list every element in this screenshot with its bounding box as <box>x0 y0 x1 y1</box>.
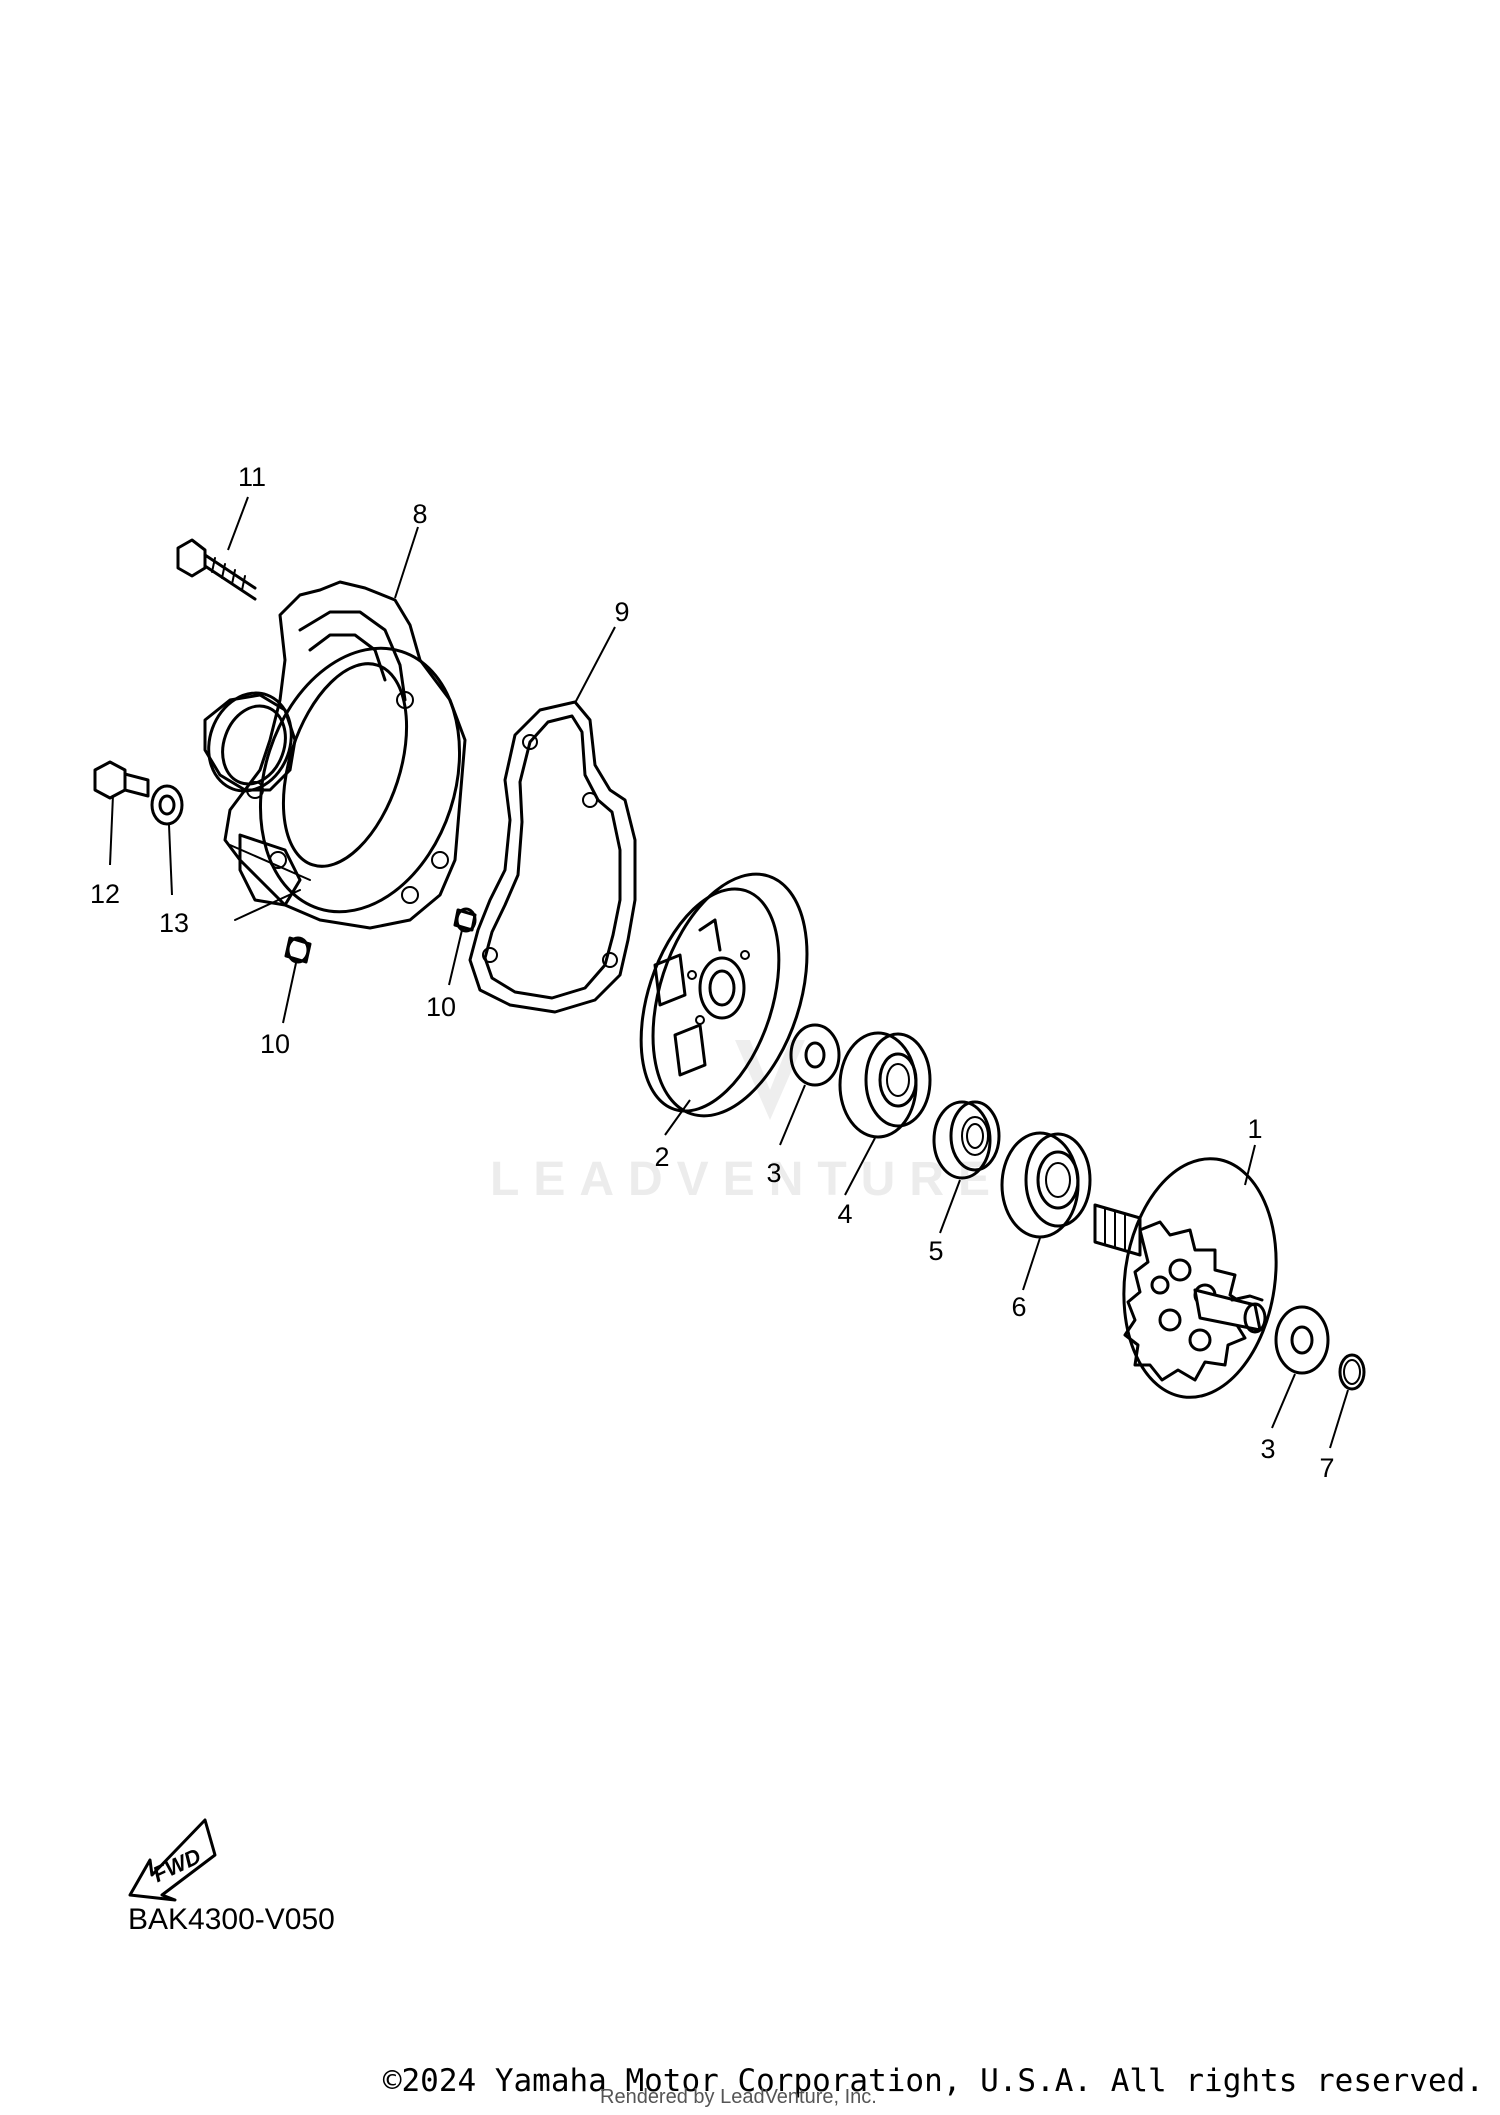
diagram-code: BAK4300-V050 <box>128 1903 335 1936</box>
callout-11: 11 <box>238 462 266 492</box>
part-9-gasket[interactable] <box>468 700 637 1014</box>
fwd-arrow-icon: FWD <box>128 1818 217 1902</box>
part-4-oil-seal[interactable] <box>838 1031 932 1139</box>
callout-13: 13 <box>159 908 189 938</box>
callout-5: 5 <box>928 1236 943 1266</box>
part-1-impeller-shaft[interactable] <box>1093 1149 1291 1408</box>
part-12-bolt[interactable] <box>93 760 150 800</box>
callout-8: 8 <box>412 499 427 529</box>
part-6-bearing[interactable] <box>1000 1131 1092 1239</box>
part-5-oil-seal[interactable] <box>932 1100 1001 1180</box>
part-11-bolt[interactable] <box>176 538 257 601</box>
watermark-text: LEADVENTURE <box>490 1153 1004 1206</box>
callout-12: 12 <box>90 879 120 909</box>
part-10-dowel-pin-lower[interactable] <box>284 936 312 964</box>
watermark: LEADVENTURE <box>490 1040 1004 1206</box>
callouts: 11 8 9 12 13 10 10 2 3 4 5 6 1 3 7 <box>90 462 1335 1483</box>
part-3-washer-upper[interactable] <box>789 1023 841 1087</box>
leader-lines <box>109 496 1349 1449</box>
part-7-circlip[interactable] <box>1338 1353 1366 1391</box>
callout-10-upper: 10 <box>426 992 456 1022</box>
callout-9: 9 <box>614 597 629 627</box>
part-8-water-pump-cover[interactable] <box>195 580 492 938</box>
part-2-impeller[interactable] <box>615 854 835 1135</box>
callout-3-upper: 3 <box>766 1158 781 1188</box>
rendered-by-notice: Rendered by LeadVenture, Inc. <box>600 2086 877 2108</box>
callout-10-lower: 10 <box>260 1029 290 1059</box>
part-10-dowel-pin-upper[interactable] <box>453 907 477 933</box>
part-13-washer[interactable] <box>150 784 184 826</box>
callout-3-lower: 3 <box>1260 1434 1275 1464</box>
copyright-notice: ©2024 Yamaha Motor Corporation, U.S.A. A… <box>382 2063 1484 2099</box>
part-3-washer-lower[interactable] <box>1274 1305 1330 1375</box>
callout-1: 1 <box>1247 1114 1262 1144</box>
callout-7: 7 <box>1319 1453 1334 1483</box>
callout-6: 6 <box>1011 1292 1026 1322</box>
callout-4: 4 <box>837 1199 852 1229</box>
callout-2: 2 <box>654 1142 669 1172</box>
